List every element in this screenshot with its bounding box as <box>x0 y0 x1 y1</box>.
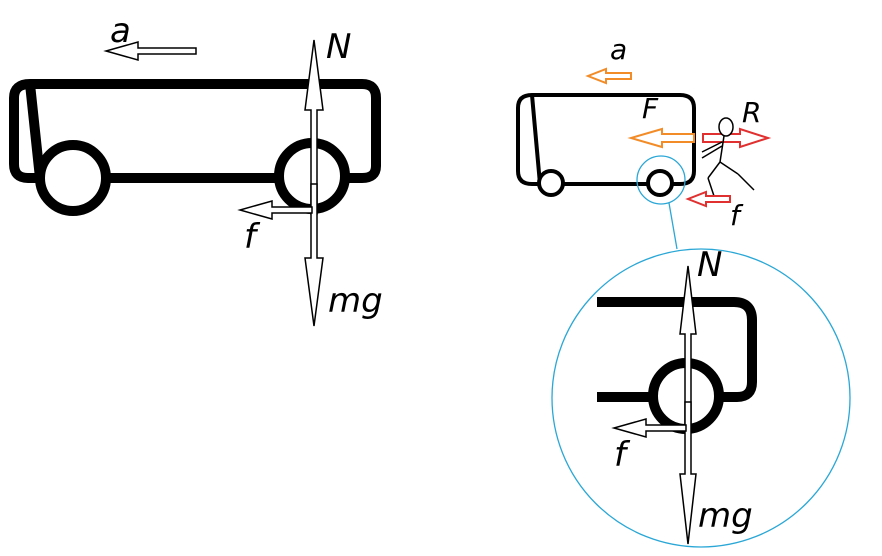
right-reaction-label: R <box>742 96 761 129</box>
zoom-normal-label: N <box>697 245 722 285</box>
right-reaction-arrow <box>702 127 772 149</box>
right-cart-diagram: a F R f <box>516 33 772 250</box>
right-acceleration-arrow <box>585 67 632 85</box>
zoom-cart-body <box>597 297 757 402</box>
right-cart-wheel-rear <box>537 169 565 197</box>
right-applied-force-label: F <box>642 92 659 125</box>
right-acceleration-label: a <box>610 33 627 66</box>
right-applied-force-arrow <box>627 127 695 149</box>
zoom-weight-arrow <box>679 401 697 545</box>
left-cart-wheel-rear <box>35 140 111 216</box>
zoom-friction-arrow <box>611 418 687 438</box>
left-weight-label: mg <box>328 281 383 321</box>
wheel-zoom-inset: N mg f <box>551 245 851 548</box>
left-cart-diagram: a N mg f <box>9 11 383 327</box>
pushing-person-figure <box>701 117 755 197</box>
right-person-friction-arrow <box>685 190 731 208</box>
left-friction-label: f <box>244 217 261 257</box>
left-cart-body <box>9 79 381 183</box>
left-friction-arrow <box>237 200 313 220</box>
zoom-connector-line <box>668 202 678 250</box>
zoom-source-circle <box>636 155 686 205</box>
left-acceleration-arrow <box>103 41 197 61</box>
zoom-weight-label: mg <box>698 496 753 536</box>
left-normal-label: N <box>326 27 351 67</box>
left-weight-arrow <box>304 183 324 327</box>
left-acceleration-label: a <box>110 11 131 51</box>
right-cart-wheel-front <box>646 169 674 197</box>
right-person-friction-label: f <box>730 199 744 232</box>
